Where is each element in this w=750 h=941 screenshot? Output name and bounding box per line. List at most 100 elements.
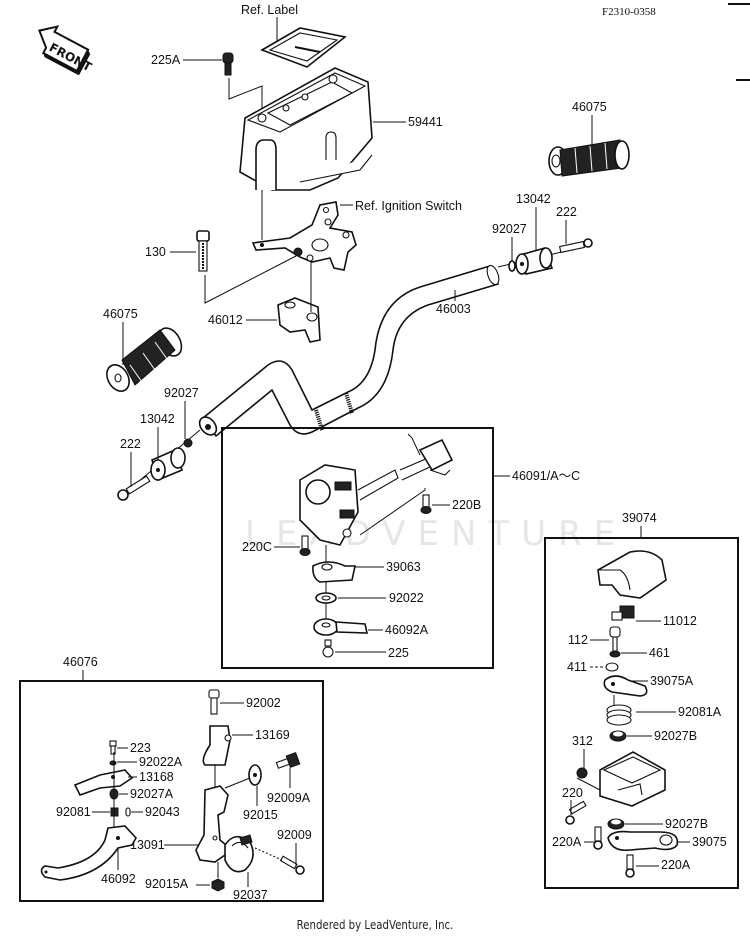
label-39075A: 39075A xyxy=(650,674,694,688)
screw-225A xyxy=(222,52,234,76)
washer-461 xyxy=(609,650,621,658)
lever-assembly-box xyxy=(19,680,324,902)
front-arrow-icon: FRONT xyxy=(38,25,95,76)
label-46012: 46012 xyxy=(208,313,243,327)
pulley-39075A xyxy=(603,675,648,697)
label-92002: 92002 xyxy=(246,696,281,710)
label-13042-left: 13042 xyxy=(140,412,175,426)
nut-92015A xyxy=(211,878,225,892)
label-411: 411 xyxy=(567,660,587,674)
label-92081: 92081 xyxy=(56,805,91,819)
label-112: 112 xyxy=(568,633,588,647)
label-46075-left: 46075 xyxy=(103,307,138,321)
label-13169: 13169 xyxy=(255,728,290,742)
bushing-92027B-top xyxy=(609,730,627,742)
label-46092A: 46092A xyxy=(385,623,429,637)
label-11012: 11012 xyxy=(663,614,697,628)
screw-220A-bottom xyxy=(625,854,635,878)
screw-223 xyxy=(109,740,117,755)
label-46075-right: 46075 xyxy=(572,100,607,114)
washer-92022A xyxy=(109,760,117,766)
label-223: 223 xyxy=(130,741,151,755)
right-bar-end-parts xyxy=(497,238,593,275)
label-92027B-bottom: 92027B xyxy=(665,817,708,831)
label-92022A: 92022A xyxy=(139,755,183,769)
label-92015A: 92015A xyxy=(145,877,189,891)
nut-312 xyxy=(576,767,588,779)
label-ref-label: Ref. Label xyxy=(241,3,298,17)
label-92009A: 92009A xyxy=(267,791,311,805)
washer-411 xyxy=(605,662,619,672)
label-312: 312 xyxy=(572,734,593,748)
bolt-112 xyxy=(609,626,621,652)
pulley-39075 xyxy=(607,830,679,852)
bolt-92002 xyxy=(208,689,220,715)
grip-right-46075 xyxy=(548,139,630,177)
lever-46092A xyxy=(313,618,369,636)
label-92022: 92022 xyxy=(389,591,424,605)
housing-cover-59441 xyxy=(239,67,373,191)
throttle-cover xyxy=(597,550,667,599)
cable-end-11012 xyxy=(611,605,635,621)
spring-92081A xyxy=(606,704,632,726)
adjuster-92009A xyxy=(275,752,301,769)
pin-92043 xyxy=(125,807,131,817)
label-220B: 220B xyxy=(452,498,481,512)
screw-220A-left xyxy=(593,826,603,850)
label-461: 461 xyxy=(649,646,670,660)
ref-label-plate xyxy=(260,27,347,68)
label-92027-right: 92027 xyxy=(492,222,527,236)
ignition-bracket xyxy=(251,201,357,271)
screw-220C xyxy=(299,535,311,556)
label-225: 225 xyxy=(388,646,409,660)
label-220A-left: 220A xyxy=(552,835,582,849)
washer-92022 xyxy=(315,592,337,604)
label-46003: 46003 xyxy=(436,302,471,316)
footer-credit: Rendered by LeadVenture, Inc. xyxy=(296,918,454,932)
label-13091: 13091 xyxy=(130,838,165,852)
bolt-130 xyxy=(196,230,210,272)
label-92081A: 92081A xyxy=(678,705,722,719)
label-59441: 59441 xyxy=(408,115,443,129)
holder-46012 xyxy=(277,297,321,343)
wheel-92015 xyxy=(248,764,262,786)
label-46091-assembly: 46091/A〜C xyxy=(512,469,580,483)
label-46092: 46092 xyxy=(101,872,136,886)
clamp-13169 xyxy=(202,725,232,766)
switch-assembly-box xyxy=(221,427,494,669)
label-39075: 39075 xyxy=(692,835,727,849)
bracket-13091 xyxy=(195,785,254,873)
label-220: 220 xyxy=(562,786,583,800)
label-92027-left: 92027 xyxy=(164,386,199,400)
diagram-code: F2310-0358 xyxy=(602,6,656,18)
cable-guide-39063 xyxy=(312,561,356,583)
screw-220B xyxy=(420,494,432,514)
label-13168: 13168 xyxy=(139,770,174,784)
label-92015: 92015 xyxy=(243,808,278,822)
handlebar-switch-46091 xyxy=(299,433,454,546)
grip-left-46075 xyxy=(106,327,183,392)
label-ref-ignition-switch: Ref. Ignition Switch xyxy=(355,199,462,213)
bolt-220 xyxy=(565,800,587,825)
label-220A-bottom: 220A xyxy=(661,858,691,872)
bushing-92027B-bottom xyxy=(607,818,625,830)
label-92027A: 92027A xyxy=(130,787,174,801)
screw-225 xyxy=(322,639,334,658)
label-46076-assembly: 46076 xyxy=(63,655,98,669)
throttle-housing xyxy=(599,751,666,807)
lever-46092 xyxy=(40,825,137,881)
label-39074-assembly: 39074 xyxy=(622,511,657,525)
left-bar-end-parts xyxy=(117,429,201,501)
label-130: 130 xyxy=(145,245,166,259)
label-222-right: 222 xyxy=(556,205,577,219)
label-92037: 92037 xyxy=(233,888,268,902)
label-13042-right: 13042 xyxy=(516,192,551,206)
screw-92009 xyxy=(279,855,305,875)
plate-13168 xyxy=(73,769,134,796)
label-225A: 225A xyxy=(151,53,181,67)
label-220C: 220C xyxy=(242,540,272,554)
label-92027B-top: 92027B xyxy=(654,729,697,743)
label-222-left: 222 xyxy=(120,437,141,451)
handlebar-46003 xyxy=(198,264,500,438)
